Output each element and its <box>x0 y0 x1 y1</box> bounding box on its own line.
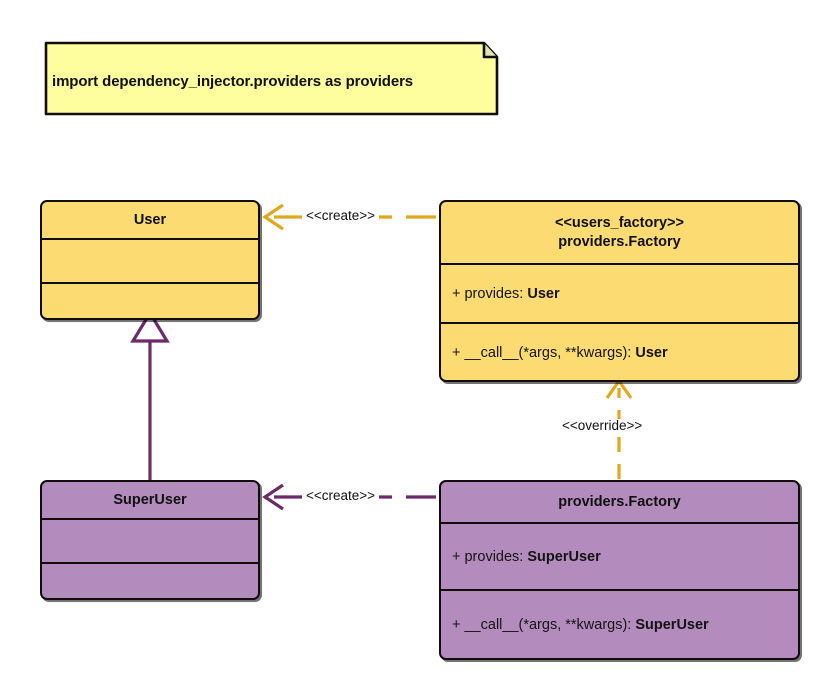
class-header-superuser: SuperUser <box>42 482 258 518</box>
operation-call-user-label: + __call__(*args, **kwargs): <box>452 344 636 361</box>
class-header-user: User <box>42 202 258 238</box>
edge-label-create-user: <<create>> <box>302 208 380 224</box>
attributes-compartment-superuser <box>42 518 258 562</box>
attribute-provides-user-label: + provides: <box>452 285 528 302</box>
class-name-providers-factory: providers.Factory <box>558 493 681 510</box>
edge-label-create-superuser: <<create>> <box>302 488 380 504</box>
class-box-users-factory[interactable]: <<users_factory>> providers.Factory + pr… <box>439 200 800 382</box>
operation-call-superuser-label: + __call__(*args, **kwargs): <box>452 617 636 633</box>
operation-call-superuser: + __call__(*args, **kwargs): SuperUser <box>441 617 709 633</box>
attributes-compartment-providers-factory: + provides: SuperUser <box>441 522 798 589</box>
class-name-user: User <box>133 211 167 228</box>
class-box-providers-factory[interactable]: providers.Factory + provides: SuperUser … <box>439 480 800 660</box>
class-stereotype-users-factory: <<users_factory>> <box>555 214 684 231</box>
connector-generalization <box>130 309 170 480</box>
operations-compartment-superuser <box>42 562 258 597</box>
note-import-statement: import dependency_injector.providers as … <box>38 40 500 122</box>
operation-call-user: + __call__(*args, **kwargs): User <box>441 345 668 361</box>
attribute-provides-superuser-type: SuperUser <box>527 548 601 565</box>
class-box-user[interactable]: User <box>40 200 260 320</box>
hollow-triangle-arrowhead <box>130 309 170 343</box>
connector-create-superuser <box>262 483 436 511</box>
class-name-superuser: SuperUser <box>113 491 187 508</box>
open-arrowhead <box>262 203 284 231</box>
attributes-compartment-users-factory: + provides: User <box>441 263 798 322</box>
operations-compartment-user <box>42 282 258 317</box>
note-shape <box>44 41 499 116</box>
operation-call-superuser-type: SuperUser <box>635 617 709 633</box>
note-text: import dependency_injector.providers as … <box>52 72 414 90</box>
operations-compartment-providers-factory: + __call__(*args, **kwargs): SuperUser <box>441 589 798 658</box>
operation-call-user-type: User <box>635 344 668 361</box>
open-arrowhead <box>262 483 284 511</box>
attribute-provides-superuser: + provides: SuperUser <box>441 549 601 565</box>
class-header-users-factory: <<users_factory>> providers.Factory <box>441 202 798 263</box>
class-box-superuser[interactable]: SuperUser <box>40 480 260 600</box>
connector-create-user <box>262 203 436 231</box>
attribute-provides-superuser-label: + provides: <box>452 548 528 565</box>
class-name-users-factory: providers.Factory <box>558 233 681 250</box>
note-folded-corner <box>482 43 497 59</box>
operations-compartment-users-factory: + __call__(*args, **kwargs): User <box>441 322 798 380</box>
attributes-compartment-user <box>42 238 258 282</box>
attribute-provides-user: + provides: User <box>441 286 560 302</box>
class-header-providers-factory: providers.Factory <box>441 482 798 522</box>
edge-label-override: <<override>> <box>558 418 647 434</box>
attribute-provides-user-type: User <box>527 285 560 302</box>
